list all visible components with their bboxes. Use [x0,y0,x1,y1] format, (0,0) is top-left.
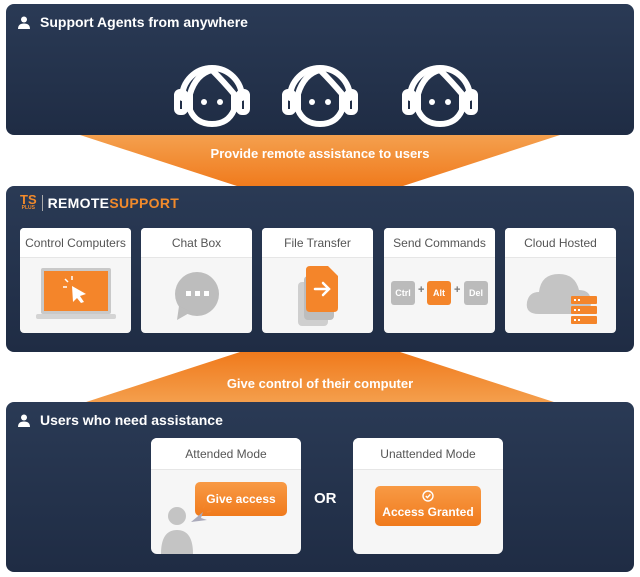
arrow-label: Provide remote assistance to users [210,146,430,161]
cloud-server-icon [526,274,597,324]
chat-bubble-icon [175,272,219,320]
support-agents-panel: Support Agents from anywhere [6,4,634,135]
feature-card-chat-box: Chat Box [141,228,252,333]
access-granted-button[interactable]: Access Granted [375,486,481,526]
unattended-mode-card: Unattended Mode Access Granted [353,438,503,554]
funnel-arrow-up [80,352,560,404]
laptop-cursor-icon [36,268,116,319]
users-panel: Users who need assistance Attended Mode … [6,402,634,572]
user-icon [18,16,30,29]
attended-mode-card: Attended Mode Give access [151,438,301,554]
user-icon [18,414,30,427]
feature-card-send-commands: Send Commands Ctrl + Alt + Del [384,228,495,333]
file-transfer-icon [298,266,338,326]
give-access-button[interactable]: Give access [195,482,287,516]
keyboard-keys-icon: Ctrl + Alt + Del [384,258,495,333]
agent-headset-icon [174,65,250,128]
funnel-arrow-down [80,135,560,187]
agent-headset-icon [402,65,478,128]
arrow-label: Give control of their computer [226,376,414,391]
feature-card-cloud-hosted: Cloud Hosted [505,228,616,333]
feature-card-file-transfer: File Transfer [262,228,373,333]
agent-headset-icon [282,65,358,128]
check-circle-icon [422,490,434,502]
panel-title: Users who need assistance [18,412,223,428]
feature-card-control-computers: Control Computers [20,228,131,333]
panel-title: Support Agents from anywhere [18,14,248,30]
user-cursor-icon [161,503,212,554]
or-label: OR [314,490,337,507]
